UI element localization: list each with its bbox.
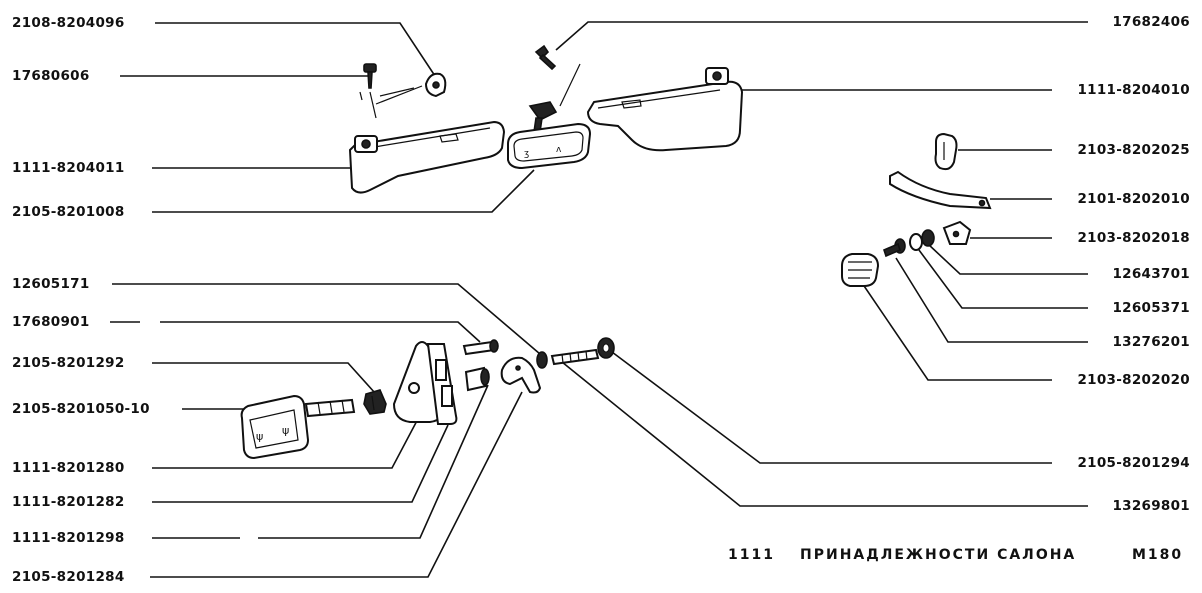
label-12643701: 12643701 xyxy=(1112,266,1190,282)
leader-1111-8201280 xyxy=(152,414,421,469)
label-2103-8202018: 2103-8202018 xyxy=(1077,230,1190,246)
label-2105-8201050-10: 2105-8201050-10 xyxy=(12,401,150,417)
leader-2105-8201008 xyxy=(152,169,535,213)
leader-17682406 xyxy=(555,21,1088,51)
cap-2103-8202020 xyxy=(841,253,880,287)
screw-17680901 xyxy=(462,339,499,356)
label-2108-8204096: 2108-8204096 xyxy=(12,15,125,31)
screw-17680606 xyxy=(363,63,377,89)
spacer-1111-8201298 xyxy=(464,366,490,392)
adjusting-lever-2105-8201284 xyxy=(500,356,542,394)
leader-2105-8201284 xyxy=(150,391,523,578)
label-2101-8202010: 2101-8202010 xyxy=(1077,191,1190,207)
svg-text:ʒ: ʒ xyxy=(524,149,529,159)
bolt-13269801 xyxy=(550,348,600,366)
label-2105-8201284: 2105-8201284 xyxy=(12,569,125,585)
label-12605171: 12605171 xyxy=(12,276,90,292)
leader-lines xyxy=(110,21,1088,578)
gasket-1111-8201282 xyxy=(426,343,458,425)
leader-2103-8202020 xyxy=(859,279,1052,381)
svg-text:ʌ: ʌ xyxy=(556,145,562,155)
sun-visor-left xyxy=(348,120,506,194)
label-13269801: 13269801 xyxy=(1112,498,1190,514)
screw-13276201 xyxy=(883,238,906,258)
label-17680901: 17680901 xyxy=(12,314,90,330)
label-2103-8202025: 2103-8202025 xyxy=(1077,142,1190,158)
nut-2105-8201294 xyxy=(597,337,615,359)
assembly-arrow-mirror xyxy=(559,63,581,107)
screw-17682406 xyxy=(534,44,557,71)
nut-2105-8201292 xyxy=(363,389,387,415)
caption-title: ПРИНАДЛЕЖНОСТИ САЛОНА xyxy=(800,547,1077,563)
leader-13276201 xyxy=(895,257,1088,343)
assembly-arrows-left xyxy=(359,85,423,119)
caption-code: 1111 xyxy=(728,547,775,563)
leader-2105-8201292 xyxy=(152,362,376,394)
hook-2103-8202025 xyxy=(934,132,958,171)
leader-12605171 xyxy=(112,283,541,355)
leader-17680901-b xyxy=(160,321,481,343)
leader-1111-8201282 xyxy=(152,424,449,503)
label-12605371: 12605371 xyxy=(1112,300,1190,316)
label-2105-8201008: 2105-8201008 xyxy=(12,204,125,220)
rear-view-mirror: ʒ ʌ xyxy=(507,101,592,170)
label-1111-8201280: 1111-8201280 xyxy=(12,460,125,476)
label-17682406: 17682406 xyxy=(1112,14,1190,30)
clip-2108-8204096 xyxy=(424,72,447,98)
washer-12605171 xyxy=(536,351,548,369)
sun-visor-right xyxy=(586,67,744,152)
leader-2105-8201294 xyxy=(611,351,1052,464)
leader-13269801 xyxy=(561,361,1088,507)
svg-text:ψ: ψ xyxy=(256,430,263,443)
label-2105-8201294: 2105-8201294 xyxy=(1077,455,1190,471)
caption-sheet: М180 xyxy=(1132,547,1184,563)
leader-12643701 xyxy=(927,243,1088,275)
label-1111-8204011: 1111-8204011 xyxy=(12,160,125,176)
bracket-2103-8202018 xyxy=(942,220,972,245)
washers-right xyxy=(909,229,935,251)
leader-12605371 xyxy=(915,245,1088,309)
strap-handle-2101-8202010 xyxy=(889,170,992,210)
label-1111-8201298: 1111-8201298 xyxy=(12,530,125,546)
outside-mirror-head: ψ ψ xyxy=(240,394,356,460)
leader-1111-8201298-b xyxy=(258,384,489,539)
label-1111-8204010: 1111-8204010 xyxy=(1077,82,1190,98)
leader-2108-8204096 xyxy=(155,22,438,80)
label-2103-8202020: 2103-8202020 xyxy=(1077,372,1190,388)
label-2105-8201292: 2105-8201292 xyxy=(12,355,125,371)
label-1111-8201282: 1111-8201282 xyxy=(12,494,125,510)
label-17680606: 17680606 xyxy=(12,68,90,84)
svg-text:ψ: ψ xyxy=(282,424,289,437)
label-13276201: 13276201 xyxy=(1112,334,1190,350)
